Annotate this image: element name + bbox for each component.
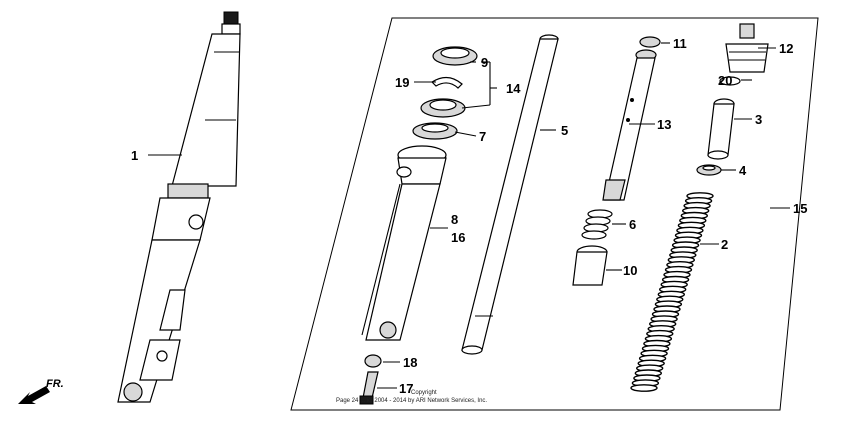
copyright-line-1: Copyright bbox=[411, 390, 437, 396]
callout-5: 5 bbox=[561, 123, 568, 138]
callout-19: 19 bbox=[395, 75, 409, 90]
rebound-spring-part bbox=[581, 209, 613, 240]
copyright-line-2: Page 24 ... ic. 2004 - 2014 by ARI Netwo… bbox=[336, 398, 487, 404]
fork-slider-part bbox=[361, 145, 447, 341]
callout-4: 4 bbox=[739, 163, 747, 178]
back-up-ring-part bbox=[412, 122, 458, 140]
leader-lines bbox=[148, 42, 790, 389]
piston-ring-part bbox=[639, 36, 661, 48]
callout-11: 11 bbox=[673, 36, 687, 51]
callout-2: 2 bbox=[721, 237, 728, 252]
oil-lock-piece-part bbox=[572, 245, 608, 286]
fork-pipe-part bbox=[461, 34, 559, 355]
fork-leg-assembly-part bbox=[117, 11, 241, 403]
spacer-part bbox=[707, 98, 735, 160]
callout-14: 14 bbox=[506, 81, 521, 96]
clip-part bbox=[431, 76, 463, 89]
callout-1: 1 bbox=[131, 148, 138, 163]
fork-bolt-part bbox=[725, 23, 769, 73]
callout-10: 10 bbox=[623, 263, 637, 278]
callout-8: 8 bbox=[451, 212, 458, 227]
spring-coil bbox=[630, 384, 658, 392]
front-direction-indicator: FR. bbox=[18, 378, 64, 404]
callout-3: 3 bbox=[755, 112, 762, 127]
callout-16: 16 bbox=[451, 230, 465, 245]
front-arrow-icon bbox=[18, 386, 50, 404]
callout-18: 18 bbox=[403, 355, 417, 370]
callout-15: 15 bbox=[793, 201, 807, 216]
seal-part bbox=[432, 46, 478, 66]
front-direction-label: FR. bbox=[46, 378, 64, 390]
fork-piston-part bbox=[602, 49, 657, 201]
o-ring-part bbox=[719, 76, 741, 86]
callout-12: 12 bbox=[779, 41, 793, 56]
spring-seat-part bbox=[696, 164, 722, 176]
callout-17: 17 bbox=[399, 381, 413, 396]
callout-20: 20 bbox=[718, 73, 732, 88]
callout-13: 13 bbox=[657, 117, 671, 132]
bolt-part bbox=[359, 371, 379, 405]
callout-7: 7 bbox=[479, 129, 486, 144]
callout-6: 6 bbox=[629, 217, 636, 232]
assembly-frame bbox=[290, 17, 819, 411]
washer-part bbox=[364, 354, 382, 368]
fork-spring-part bbox=[630, 192, 714, 392]
callout-9: 9 bbox=[481, 55, 488, 70]
oil-seal-part bbox=[420, 98, 466, 118]
